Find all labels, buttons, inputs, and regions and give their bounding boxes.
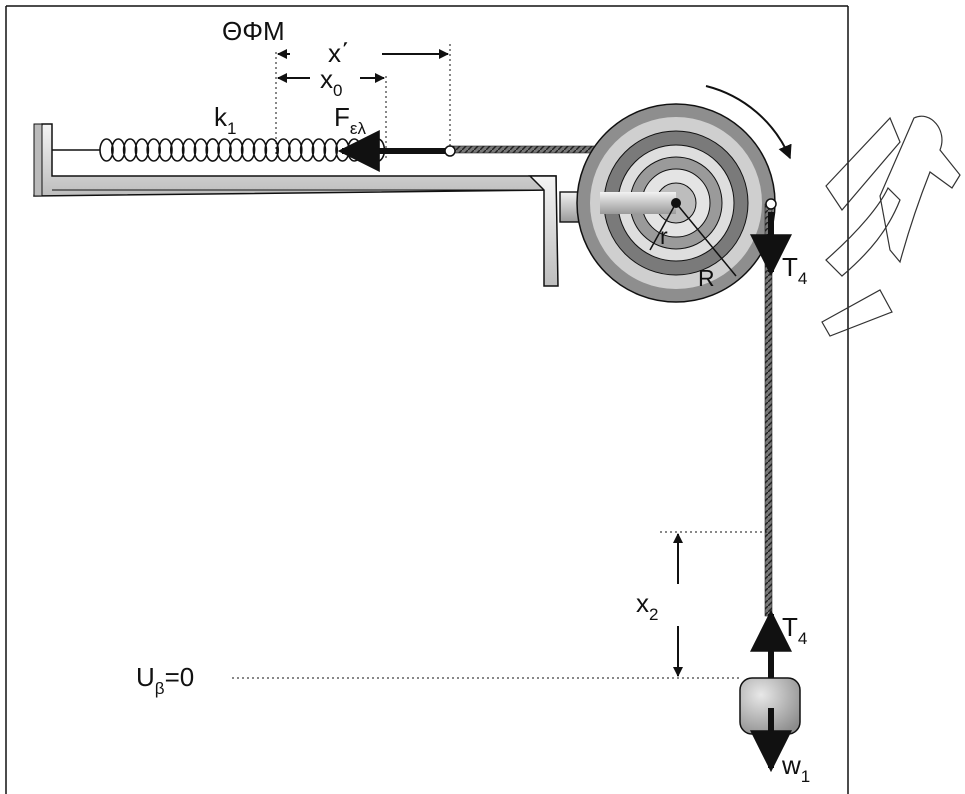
weight-label: w1 — [781, 750, 810, 786]
spring-force-label: Fελ — [334, 102, 366, 138]
wall-support — [33, 123, 559, 287]
watermark-outline — [821, 115, 961, 337]
t4-bottom-label: T4 — [782, 612, 807, 648]
reference-lines — [232, 44, 768, 679]
rotation-arrow — [705, 85, 792, 160]
spring-end-joint — [444, 145, 456, 157]
x0-label: x0 — [320, 64, 342, 100]
radius-r-line — [649, 202, 677, 251]
equilibrium-label: ΘΦΜ — [222, 16, 285, 46]
k1-label: k1 — [214, 102, 236, 138]
x-prime-label: x΄ — [328, 38, 350, 68]
rope-pulley-joint — [765, 198, 777, 210]
R-label: R — [698, 265, 715, 291]
x2-label: x2 — [636, 588, 658, 624]
radius-R-line — [675, 202, 737, 277]
t4-top-label: T4 — [782, 252, 807, 288]
potential-reference-label: Uβ=0 — [136, 662, 194, 698]
spring-k1 — [52, 138, 386, 162]
r-label: r — [660, 223, 668, 249]
